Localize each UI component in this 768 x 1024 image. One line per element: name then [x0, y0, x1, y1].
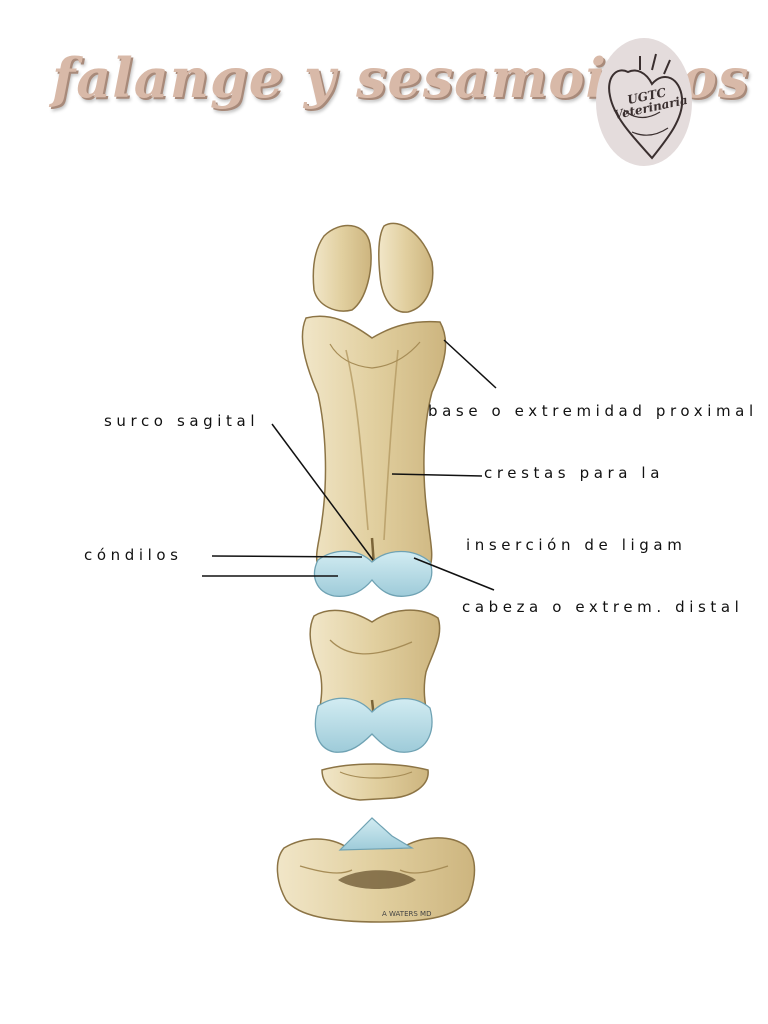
label-crestas: crestas para la: [484, 464, 664, 482]
label-surco-sagital: surco sagital: [104, 412, 260, 430]
proximal-phalanx-condyles: [313, 550, 433, 598]
label-base: base o extremidad proximal: [428, 402, 758, 420]
leader-base: [443, 339, 497, 389]
leader-lines: [202, 339, 497, 591]
leader-condilo-1: [211, 555, 363, 558]
leader-crestas: [391, 473, 483, 477]
proximal-sesamoid-left: [312, 224, 372, 312]
illustration-credit: A WATERS MD: [382, 910, 432, 918]
leader-cabeza: [413, 557, 495, 591]
proximal-sesamoid-right: [378, 222, 434, 313]
label-insercion: inserción de ligam: [466, 536, 687, 554]
distal-sesamoid: [321, 763, 429, 801]
proximal-phalanx: [301, 315, 447, 567]
middle-phalanx-condyles: [314, 697, 433, 753]
middle-phalanx: [309, 609, 441, 721]
label-condilos: cóndilos: [84, 546, 183, 564]
distal-phalanx: [276, 837, 476, 923]
label-cabeza: cabeza o extrem. distal: [462, 598, 744, 616]
distal-phalanx-cartilage: [338, 817, 415, 851]
leader-surco: [271, 423, 374, 561]
